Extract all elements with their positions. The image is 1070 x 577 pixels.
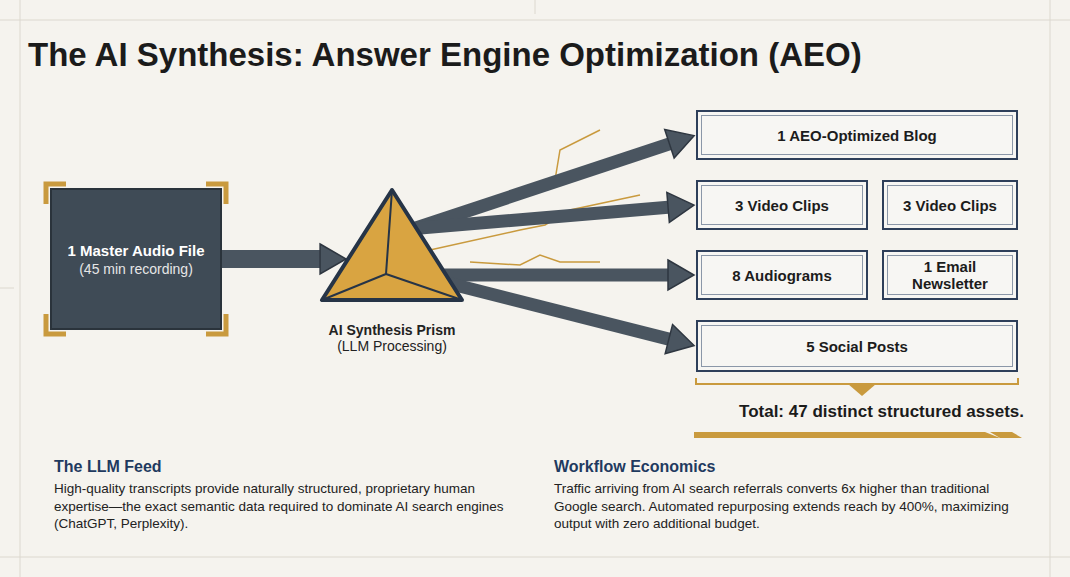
output-box: 1 AEO-Optimized Blog xyxy=(696,110,1018,160)
source-box: 1 Master Audio File (45 min recording) xyxy=(50,188,222,330)
flow-arrow xyxy=(222,250,320,268)
node-heading: 1 AEO-Optimized Blog xyxy=(777,127,936,144)
node-heading: 3 Video Clips xyxy=(903,197,997,214)
prism-node: AI Synthesis Prism(LLM Processing) xyxy=(312,186,472,386)
output-box: 3 Video Clips xyxy=(696,180,868,230)
node-heading: 1 Email Newsletter xyxy=(894,258,1006,292)
node-subtext: High-quality transcripts provide natural… xyxy=(54,480,514,533)
output-box: 5 Social Posts xyxy=(696,320,1018,372)
info-panel: The LLM FeedHigh-quality transcripts pro… xyxy=(48,450,520,554)
output-box: 3 Video Clips xyxy=(882,180,1018,230)
flow-arrow xyxy=(444,269,668,282)
node-heading: 8 Audiograms xyxy=(732,267,831,284)
total-label: Total: 47 distinct structured assets. xyxy=(696,402,1024,422)
flow-arrow xyxy=(450,284,669,340)
output-box: 1 Email Newsletter xyxy=(882,250,1018,300)
node-subtext: (LLM Processing) xyxy=(312,338,472,354)
output-box: 8 Audiograms xyxy=(696,250,868,300)
diagram-title: The AI Synthesis: Answer Engine Optimiza… xyxy=(28,36,862,74)
prism-shape xyxy=(312,186,472,306)
flow-arrow xyxy=(415,144,670,229)
node-subtext: Traffic arriving from AI search referral… xyxy=(554,480,1016,533)
node-subtext: (45 min recording) xyxy=(79,261,193,277)
node-heading: 5 Social Posts xyxy=(806,338,908,355)
node-heading: 1 Master Audio File xyxy=(68,242,205,259)
node-heading: Workflow Economics xyxy=(554,458,1016,476)
node-heading: 3 Video Clips xyxy=(735,197,829,214)
node-heading: The LLM Feed xyxy=(54,458,514,476)
node-heading: AI Synthesis Prism xyxy=(312,322,472,338)
flow-arrow xyxy=(415,207,669,228)
info-panel: Workflow EconomicsTraffic arriving from … xyxy=(548,450,1022,554)
